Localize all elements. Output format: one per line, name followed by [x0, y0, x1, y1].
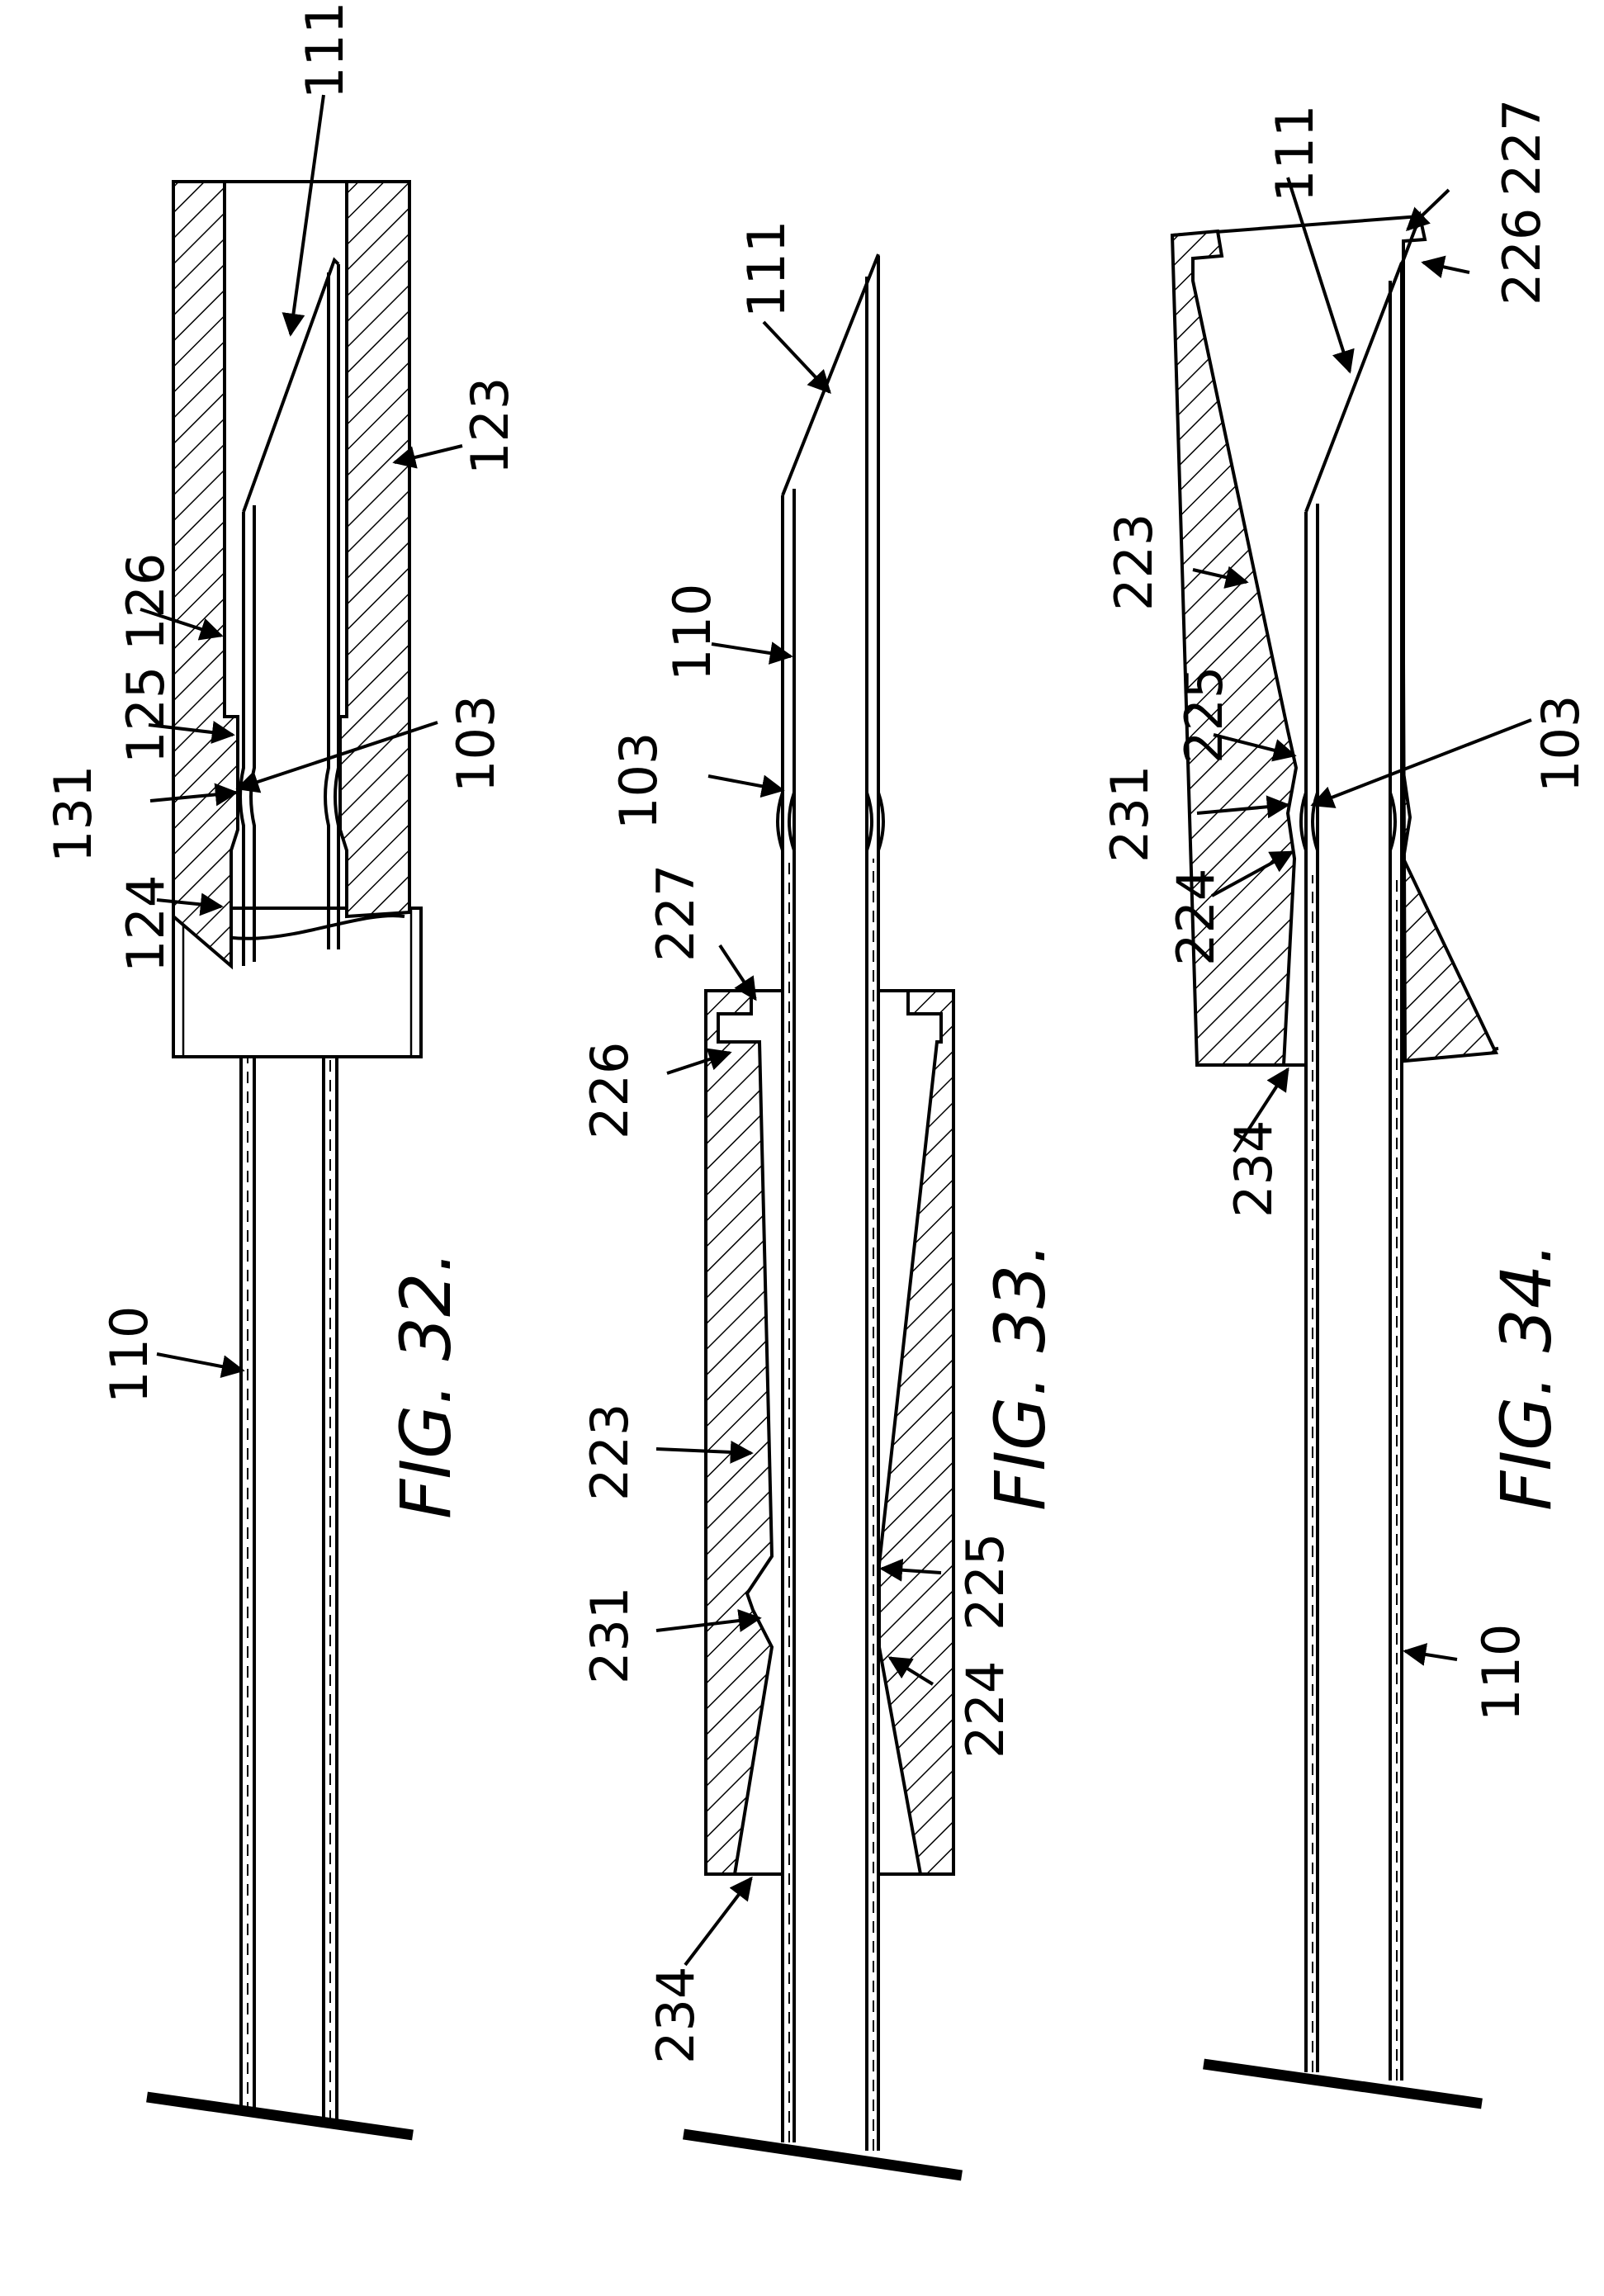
fig34-label-223: 223 [1104, 514, 1164, 611]
fig32-sheath-left [173, 182, 238, 966]
fig32-label-123: 123 [460, 377, 520, 475]
figure-32: 111 123 126 125 131 103 124 110 FIG. 32. [43, 2, 520, 2135]
fig32-label-125: 125 [116, 666, 176, 764]
fig34-label-225: 225 [1174, 666, 1234, 764]
fig32-sheath-right [340, 182, 409, 916]
fig33-label-227: 227 [646, 864, 706, 962]
fig32-needle-tube [241, 1057, 337, 2122]
fig32-labels: 111 123 126 125 131 103 124 110 FIG. 32. [43, 2, 520, 1519]
fig33-label-224: 224 [955, 1661, 1015, 1759]
fig33-label-225: 225 [955, 1533, 1015, 1631]
fig33-label-103: 103 [608, 732, 669, 830]
figure-34: 227 111 226 223 225 231 103 224 234 110 … [1100, 99, 1591, 2104]
fig34-label-110: 110 [1471, 1624, 1531, 1721]
fig32-label-110: 110 [99, 1306, 159, 1404]
fig34-label-231: 231 [1100, 765, 1160, 863]
fig33-caption: FIG. 33. [980, 1243, 1061, 1511]
fig32-label-103: 103 [446, 695, 506, 793]
fig32-bevel-tip [244, 260, 338, 512]
fig34-bevel-tip [1306, 263, 1402, 512]
fig33-bevel-tip [783, 254, 878, 495]
fig33-base-line [684, 2134, 962, 2175]
fig32-label-126: 126 [116, 553, 176, 651]
fig34-label-227: 227 [1492, 99, 1552, 196]
fig33-label-111: 111 [736, 220, 797, 318]
fig34-base-line [1204, 2064, 1482, 2104]
fig33-label-226: 226 [580, 1042, 640, 1139]
fig34-label-103: 103 [1531, 695, 1591, 793]
fig33-label-110: 110 [662, 584, 722, 681]
fig33-label-223: 223 [580, 1404, 640, 1501]
fig32-base-line [147, 2097, 413, 2135]
fig33-collet-right [879, 991, 953, 1874]
fig34-needle-tube [1301, 264, 1407, 2081]
fig32-label-124: 124 [116, 875, 176, 973]
fig33-label-231: 231 [580, 1587, 640, 1684]
fig34-labels: 227 111 226 223 225 231 103 224 234 110 … [1100, 99, 1591, 1721]
figure-33: 111 110 103 227 226 223 231 225 224 234 … [580, 220, 1061, 2175]
fig33-labels: 111 110 103 227 226 223 231 225 224 234 … [580, 220, 1061, 2064]
fig32-inner-tube [240, 264, 338, 966]
fig32-label-131: 131 [43, 765, 103, 863]
fig32-caption: FIG. 32. [386, 1251, 466, 1519]
fig34-label-234: 234 [1223, 1120, 1284, 1218]
fig34-label-224: 224 [1166, 869, 1226, 966]
fig33-needle-tube [778, 256, 883, 2151]
fig34-label-111: 111 [1265, 105, 1325, 202]
fig33-label-234: 234 [646, 1967, 706, 2064]
fig32-label-111: 111 [295, 2, 355, 99]
fig34-collet-right [1402, 216, 1496, 1061]
fig34-label-226: 226 [1492, 208, 1552, 305]
fig34-caption: FIG. 34. [1486, 1243, 1567, 1511]
fig33-collet-left [706, 991, 772, 1874]
